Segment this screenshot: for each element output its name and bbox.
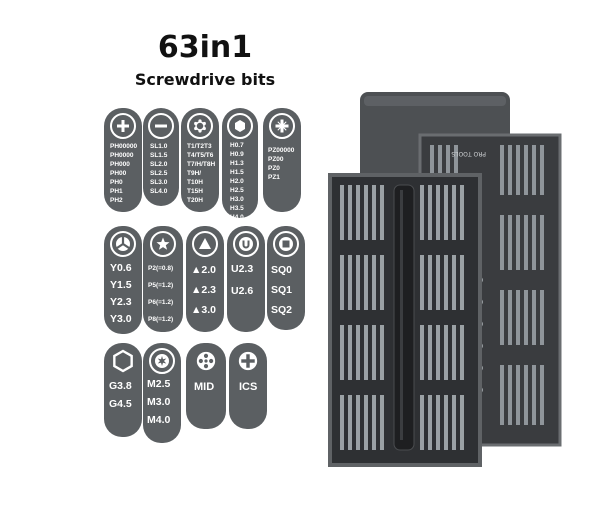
bit-group-y-type: Y0.6 Y1.5 Y2.3 Y3.0	[104, 226, 142, 334]
bit-size: M2.5	[147, 378, 171, 390]
title: 63in1	[157, 30, 253, 65]
bit-group-slotted: SL1.0 SL1.5 SL2.0 SL2.5 SL3.0 SL4.0	[143, 108, 179, 206]
bit-size: T1/T2T3	[187, 143, 212, 150]
bit-size: T4/T5/T6	[187, 152, 214, 159]
bit-size: M4.0	[147, 414, 171, 426]
bit-size: H0.9	[230, 151, 244, 158]
bit-size: U2.6	[231, 285, 254, 297]
bit-size: SL4.0	[150, 188, 168, 195]
bit-size: Y0.6	[110, 262, 132, 274]
bit-size: P6(=1.2)	[148, 299, 174, 306]
phillips-icon	[110, 113, 136, 139]
bit-size: H3.0	[230, 196, 244, 203]
bit-size: Y2.3	[110, 296, 132, 308]
bit-size: H4.0	[230, 214, 244, 221]
slotted-icon	[148, 113, 174, 139]
bit-size: T10H	[187, 179, 203, 186]
bit-size: SQ0	[271, 264, 293, 276]
bit-size: PH000	[110, 161, 130, 168]
bit-size: P2(=0.8)	[148, 265, 174, 272]
hexagon-icon	[110, 348, 136, 374]
bit-size: U2.3	[231, 263, 254, 275]
bit-group-hexagon: G3.8 G4.5	[104, 343, 142, 437]
bit-size: PH00000	[110, 143, 138, 150]
triangle-icon	[192, 231, 218, 257]
pentalobe-icon	[150, 231, 176, 257]
bit-size: P8(=1.2)	[148, 316, 174, 323]
bit-size: SL3.0	[150, 179, 168, 186]
u-type-icon	[233, 231, 259, 257]
bit-group-ics: ICS	[229, 343, 267, 429]
bit-size: SL1.5	[150, 152, 168, 159]
ics-icon	[235, 348, 261, 374]
bit-size: H0.7	[230, 142, 244, 149]
torx-icon	[187, 113, 213, 139]
bit-group-square: SQ0 SQ1 SQ2	[267, 226, 305, 330]
bit-size: T20H	[187, 197, 203, 204]
bit-size: H1.3	[230, 160, 244, 167]
bit-size: SL2.0	[150, 161, 168, 168]
bit-size: ▲2.0	[191, 264, 216, 276]
bit-size: PZ1	[268, 174, 280, 181]
bit-size: PH2	[110, 197, 123, 204]
bit-size: PZ00000	[268, 147, 295, 154]
bit-size: T15H	[187, 188, 203, 195]
star-icon	[149, 348, 175, 374]
bit-size: SL1.0	[150, 143, 168, 150]
bit-size: G4.5	[109, 398, 132, 410]
bit-size: M3.0	[147, 396, 171, 408]
bit-group-torx: T1/T2T3 T4/T5/T6 T7/H/T8H T9H/ T10H T15H…	[181, 108, 219, 212]
bit-size: H2.5	[230, 187, 244, 194]
bit-group-pozidriv: PZ00000 PZ00 PZ0 PZ1	[263, 108, 301, 212]
bit-group-star: M2.5 M3.0 M4.0	[143, 343, 181, 443]
bit-size: PH0	[110, 179, 123, 186]
bit-group-mid: MID	[186, 343, 226, 429]
bit-group-hex: H0.7 H0.9 H1.3 H1.5 H2.0 H2.5 H3.0 H3.5 …	[222, 108, 258, 221]
bit-size: H3.5	[230, 205, 244, 212]
bit-size: ▲2.3	[191, 284, 216, 296]
bit-group-phillips: PH00000 PH0000 PH000 PH00 PH0 PH1 PH2	[104, 108, 142, 212]
bit-size: SQ1	[271, 284, 293, 296]
bit-size: G3.8	[109, 380, 132, 392]
bit-size: Y3.0	[110, 313, 132, 325]
square-icon	[273, 231, 299, 257]
screwdriver-case-illustration: PRO TOOLS	[328, 92, 562, 467]
case-brand-label: PRO TOOLS	[451, 150, 486, 157]
mid-icon	[193, 348, 219, 374]
bit-group-triangle: ▲2.0 ▲2.3 ▲3.0	[186, 226, 224, 332]
bit-size: H1.5	[230, 169, 244, 176]
bit-size: Y1.5	[110, 279, 132, 291]
bit-group-u-type: U2.3 U2.6	[227, 226, 265, 332]
bit-size: T9H/	[187, 170, 202, 177]
screwdriver-handle	[393, 184, 415, 451]
bit-size: MID	[194, 381, 215, 393]
bit-size: PZ0	[268, 165, 280, 172]
bit-size: PH1	[110, 188, 123, 195]
y-type-icon	[110, 231, 136, 257]
bit-size: PZ00	[268, 156, 284, 163]
bit-size: PH00	[110, 170, 127, 177]
bit-size: ▲3.0	[191, 304, 216, 316]
bit-size: H2.0	[230, 178, 244, 185]
bit-group-pentalobe: P2(=0.8) P5(=1.2) P6(=1.2) P8(=1.2)	[143, 226, 183, 332]
bit-size: T7/H/T8H	[187, 161, 216, 168]
bit-size: SQ2	[271, 304, 293, 316]
bit-size: P5(=1.2)	[148, 282, 174, 289]
bit-size: SL2.5	[150, 170, 168, 177]
pozidriv-icon	[269, 113, 295, 139]
bit-size: ICS	[239, 381, 258, 393]
bit-size: PH0000	[110, 152, 134, 159]
hex-icon	[227, 113, 253, 139]
subtitle: Screwdrive bits	[134, 70, 276, 89]
